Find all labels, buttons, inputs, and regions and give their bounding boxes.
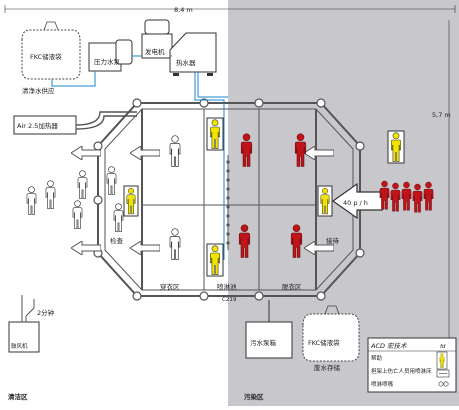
flow-arrow-icon xyxy=(130,146,160,160)
fan-label: 鼓风机 xyxy=(11,342,28,350)
two-minutes-label: 2分钟 xyxy=(37,308,55,317)
waste-storage-label: 废水存储 xyxy=(314,363,341,372)
fkc-tank-top-label: FKC储液袋 xyxy=(30,52,62,61)
legend-item-nozzle: 喷淋喷嘴 xyxy=(371,380,394,388)
water-lines xyxy=(51,55,228,260)
wastewater-tank-label: 污水泵箱 xyxy=(250,338,277,347)
shower-area-label: 喷淋池 xyxy=(217,282,237,291)
height-dimension: 5,7 m xyxy=(432,111,451,119)
legend-item-stretcher: 担架上伤亡人员用喷淋床 xyxy=(371,367,432,375)
legend-nozzle-icon xyxy=(438,381,444,387)
dirty-zone-label: 污染区 xyxy=(244,392,264,401)
width-dimension: 8,4 m xyxy=(174,6,193,14)
air-heater-label: Air 2.5加热器 xyxy=(17,121,58,130)
legend-title: ACD 宏技术 xyxy=(370,342,407,350)
air-heater: Air 2.5加热器 xyxy=(13,111,137,135)
clean-water-label: 清净水供应 xyxy=(22,86,55,95)
check-label: 检查 xyxy=(110,236,124,245)
c219-label: C219 xyxy=(222,297,237,303)
fkc-tank-bottom-label: FKC储液袋 xyxy=(308,338,340,347)
fkc-tank-top: FKC储液袋 xyxy=(21,21,81,80)
receive-label: 接待 xyxy=(326,236,340,245)
water-heater-label: 热水器 xyxy=(176,58,196,67)
generator-label: 发电机 xyxy=(145,47,165,56)
generator: 发电机 xyxy=(141,19,173,59)
fkc-tank-bottom: FKC储液袋 xyxy=(302,305,360,362)
legend: ACD 宏技术 fd 帮助 担架上伤亡人员用喷淋床 喷淋喷嘴 xyxy=(367,337,457,393)
flow-arrow-icon xyxy=(130,241,160,255)
wastewater-tank: 污水泵箱 xyxy=(245,300,293,359)
water-heater: 热水器 xyxy=(169,32,217,76)
fan: 鼓风机 xyxy=(8,295,40,353)
legend-logo: fd xyxy=(440,344,446,350)
clean-zone-label: 清洁区 xyxy=(8,392,28,401)
dress-area-label: 穿衣区 xyxy=(160,282,180,291)
undress-area-label: 脱衣区 xyxy=(282,282,302,291)
helper-stations xyxy=(123,117,333,277)
stretcher-shower-line xyxy=(226,155,230,250)
pressure-pump-label: 压力水泵 xyxy=(94,57,121,66)
flow-rate-label: 40 p / h xyxy=(343,199,368,207)
pressure-pump: 压力水泵 xyxy=(88,39,133,72)
decon-tent xyxy=(97,102,361,297)
legend-item-helper: 帮助 xyxy=(371,354,383,362)
